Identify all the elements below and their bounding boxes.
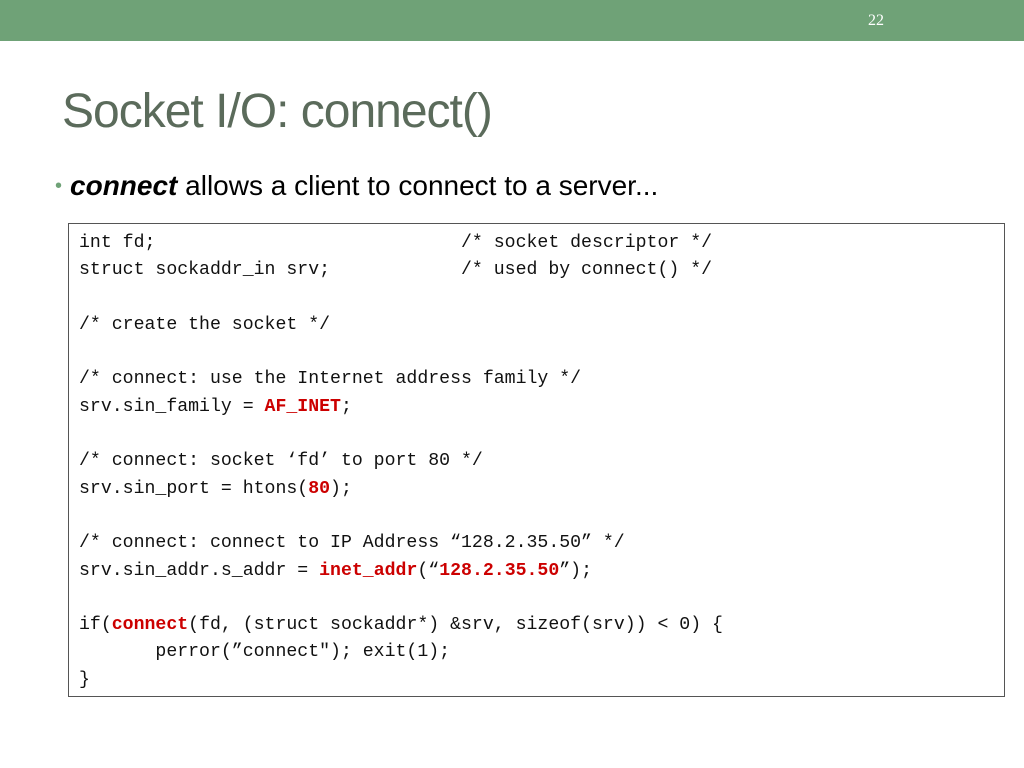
code-text: ; — [340, 396, 352, 417]
code-text: /* connect: socket ‘fd’ to port 80 */ — [79, 451, 483, 472]
code-keyword: 80 — [308, 478, 331, 499]
bullet-text: allows a client to connect to a server..… — [177, 170, 659, 201]
code-line: /* create the socket */ — [79, 312, 723, 339]
code-line: } — [79, 667, 723, 694]
bullet-item: • connect allows a client to connect to a… — [55, 170, 658, 202]
code-line: struct sockaddr_in srv; /* used by conne… — [79, 257, 723, 284]
code-keyword: connect — [111, 615, 189, 636]
code-line: int fd; /* socket descriptor */ — [79, 230, 723, 257]
code-line: perror(”connect"); exit(1); — [79, 639, 723, 666]
slide-title: Socket I/O: connect() — [62, 85, 493, 138]
code-text: /* create the socket */ — [79, 314, 331, 335]
code-text: struct sockaddr_in srv; /* used by conne… — [79, 260, 713, 281]
code-line — [79, 339, 723, 366]
code-text: ); — [330, 478, 352, 499]
code-line: if(connect(fd, (struct sockaddr*) &srv, … — [79, 612, 723, 639]
code-keyword: inet_addr — [319, 560, 418, 581]
top-bar: 22 — [0, 0, 1024, 41]
code-text: int fd; /* socket descriptor */ — [79, 233, 713, 253]
code-text: } — [79, 669, 90, 690]
code-line: srv.sin_family = AF_INET; — [79, 394, 723, 421]
code-text: srv.sin_port = htons( — [79, 478, 309, 499]
code-text: ”); — [559, 560, 593, 581]
code-line — [79, 503, 723, 530]
code-block: int fd; /* socket descriptor */ struct so… — [79, 230, 723, 694]
code-line — [79, 285, 723, 312]
code-line: /* connect: connect to IP Address “128.2… — [79, 530, 723, 557]
code-line — [79, 585, 723, 612]
code-keyword: 128.2.35.50 — [439, 560, 560, 581]
code-text: if( — [79, 615, 112, 636]
code-line: srv.sin_addr.s_addr = inet_addr(“128.2.3… — [79, 558, 723, 585]
code-text: srv.sin_addr.s_addr = — [79, 560, 320, 581]
code-text: (fd, (struct sockaddr*) &srv, sizeof(srv… — [188, 615, 723, 636]
code-text: /* connect: use the Internet address fam… — [79, 369, 582, 390]
bullet-keyword: connect — [70, 170, 178, 201]
code-text: srv.sin_family = — [79, 396, 265, 417]
code-line: /* connect: socket ‘fd’ to port 80 */ — [79, 448, 723, 475]
code-line — [79, 421, 723, 448]
code-text: /* connect: connect to IP Address “128.2… — [79, 533, 625, 554]
code-line: /* connect: use the Internet address fam… — [79, 366, 723, 393]
slide-number: 22 — [868, 12, 884, 29]
bullet-dot-icon: • — [55, 175, 63, 197]
code-box: int fd; /* socket descriptor */ struct so… — [68, 223, 1005, 697]
code-line: srv.sin_port = htons(80); — [79, 476, 723, 503]
code-keyword: AF_INET — [264, 396, 341, 417]
code-text: (“ — [417, 560, 440, 581]
code-text: perror(”connect"); exit(1); — [79, 642, 451, 663]
